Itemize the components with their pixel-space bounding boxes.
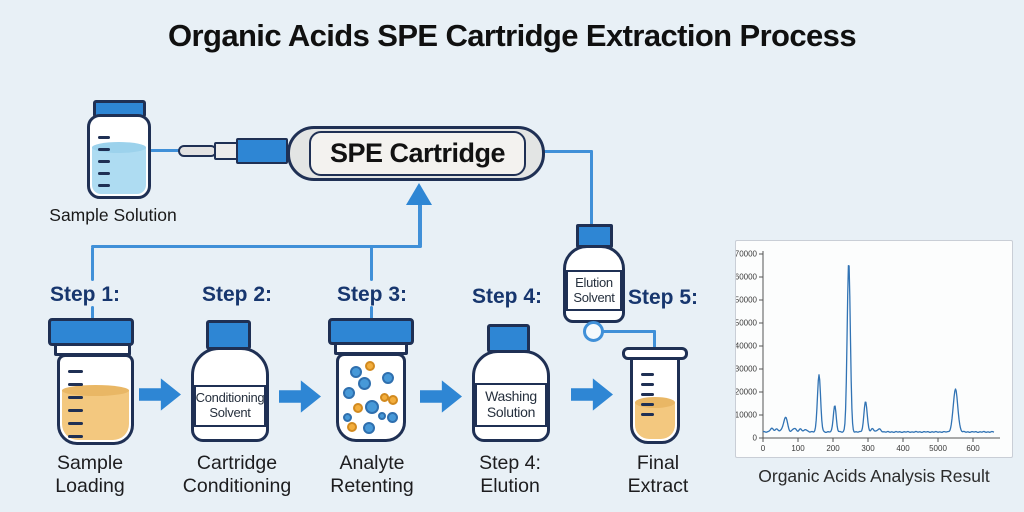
svg-text:0: 0 bbox=[761, 444, 766, 453]
connector-elution-to-beaker-v bbox=[653, 330, 656, 357]
step3-jar-body bbox=[336, 353, 406, 442]
beaker-meniscus bbox=[635, 397, 675, 408]
svg-text:60000: 60000 bbox=[736, 273, 758, 282]
graduation-tick bbox=[98, 148, 110, 151]
step3-jar-cap bbox=[328, 318, 414, 345]
step3-caption: Analyte Retenting bbox=[330, 452, 414, 497]
chart-caption: Organic Acids Analysis Result bbox=[758, 466, 990, 486]
graduation-tick bbox=[641, 383, 654, 386]
svg-text:400: 400 bbox=[896, 444, 910, 453]
chromatogram-svg: 7000060000500005000040000300002000010000… bbox=[736, 250, 1000, 453]
connector-elution-to-beaker-h bbox=[600, 330, 656, 333]
elution-drop-circle bbox=[583, 321, 604, 342]
graduation-tick bbox=[68, 396, 83, 399]
syringe-needle bbox=[178, 145, 217, 157]
graduation-tick bbox=[641, 373, 654, 376]
connector-vial-to-syringe bbox=[150, 149, 182, 152]
flow-arrow-4 bbox=[571, 378, 613, 411]
graduation-tick bbox=[68, 435, 83, 438]
step2-bottle-label: Conditioning Solvent bbox=[195, 390, 265, 420]
step-label-1: Step 1: bbox=[49, 283, 120, 306]
svg-text:600: 600 bbox=[966, 444, 980, 453]
graduation-tick bbox=[68, 370, 83, 373]
connector-bus-horizontal bbox=[91, 245, 422, 248]
beaker-body bbox=[630, 357, 680, 444]
step4-caption: Step 4: Elution bbox=[479, 452, 541, 497]
graduation-tick bbox=[641, 413, 654, 416]
graduation-tick bbox=[68, 409, 83, 412]
syringe-hub bbox=[214, 142, 238, 160]
step4-bottle-label-band: Washing Solution bbox=[475, 383, 547, 427]
svg-text:100: 100 bbox=[791, 444, 805, 453]
sample-vial-body bbox=[87, 114, 151, 199]
graduation-tick bbox=[68, 422, 83, 425]
step1-jar-cap bbox=[48, 318, 134, 346]
step4-bottle-label: Washing Solution bbox=[485, 388, 537, 420]
svg-text:200: 200 bbox=[826, 444, 840, 453]
svg-text:300: 300 bbox=[861, 444, 875, 453]
spe-cartridge-inner: SPE Cartridge bbox=[309, 131, 526, 176]
step2-caption: Cartridge Conditioning bbox=[182, 452, 292, 497]
step4-bottle-cap bbox=[487, 324, 530, 353]
flow-arrow-3 bbox=[420, 380, 462, 413]
connector-cartridge-to-elution-h bbox=[543, 150, 593, 153]
spe-cartridge-label: SPE Cartridge bbox=[329, 138, 506, 168]
sample-vial-label: Sample Solution bbox=[49, 205, 177, 225]
connector-step3-stub-bottom bbox=[370, 306, 373, 319]
graduation-tick bbox=[641, 393, 654, 396]
up-arrow-head bbox=[406, 183, 432, 205]
step2-bottle-cap bbox=[206, 320, 251, 350]
svg-text:30000: 30000 bbox=[736, 365, 758, 374]
connector-step3-stub-top bbox=[370, 247, 373, 281]
step5-caption: Final Extract bbox=[627, 452, 689, 497]
svg-text:40000: 40000 bbox=[736, 342, 758, 351]
step-label-4: Step 4: bbox=[471, 285, 542, 308]
flow-arrow-1 bbox=[139, 378, 181, 411]
svg-text:0: 0 bbox=[753, 434, 758, 443]
graduation-tick bbox=[98, 172, 110, 175]
step1-jar-meniscus bbox=[62, 385, 129, 396]
svg-text:10000: 10000 bbox=[736, 411, 758, 420]
graduation-tick bbox=[98, 136, 110, 139]
step-label-3: Step 3: bbox=[336, 283, 407, 306]
svg-text:70000: 70000 bbox=[736, 250, 758, 259]
elution-bottle-label: Elution Solvent bbox=[573, 274, 615, 305]
svg-text:50000: 50000 bbox=[736, 319, 758, 328]
graduation-tick bbox=[68, 383, 83, 386]
graduation-tick bbox=[98, 160, 110, 163]
flow-arrow-2 bbox=[279, 380, 321, 413]
svg-text:50000: 50000 bbox=[736, 296, 758, 305]
step2-bottle-label-band: Conditioning Solvent bbox=[194, 385, 266, 427]
svg-text:5000: 5000 bbox=[929, 444, 947, 453]
step1-caption: Sample Loading bbox=[55, 452, 125, 497]
elution-bottle-label-band: Elution Solvent bbox=[566, 270, 622, 311]
step1-jar-body bbox=[57, 354, 134, 445]
page-title: Organic Acids SPE Cartridge Extraction P… bbox=[168, 18, 857, 53]
syringe-barrel bbox=[236, 138, 288, 164]
svg-text:20000: 20000 bbox=[736, 388, 758, 397]
beaker-liquid bbox=[635, 402, 675, 439]
connector-arrow-shaft-to-cartridge bbox=[418, 202, 422, 247]
connector-step1-stub-bottom bbox=[91, 306, 94, 319]
graduation-tick bbox=[641, 403, 654, 406]
connector-cartridge-to-elution-v bbox=[590, 150, 593, 226]
sample-vial-meniscus bbox=[92, 142, 146, 153]
connector-step1-stub-top bbox=[91, 247, 94, 281]
graduation-tick bbox=[98, 184, 110, 187]
step-label-2: Step 2: bbox=[201, 283, 272, 306]
step-label-5: Step 5: bbox=[627, 286, 698, 309]
